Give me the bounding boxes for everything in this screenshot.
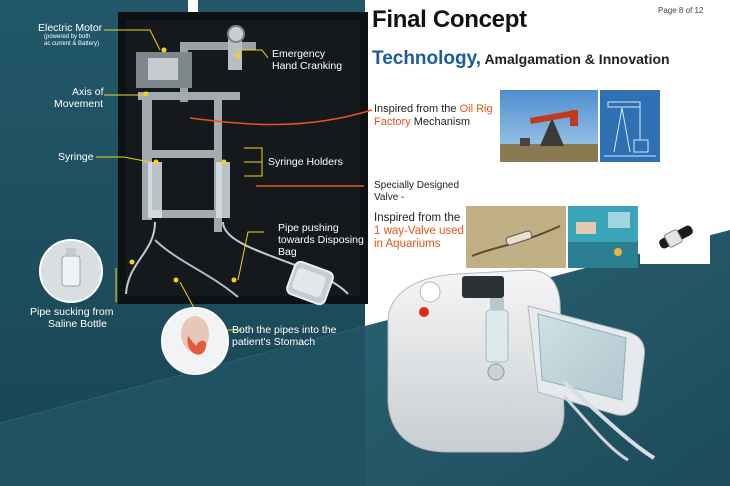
divider-strip [188, 0, 198, 22]
label-syringe: Syringe [58, 151, 94, 163]
oil-rig-photo [500, 90, 598, 162]
note-aquarium: Inspired from the 1 way-Valve used in Aq… [374, 212, 464, 250]
valve-photo [466, 206, 566, 268]
aquarium-photo [568, 206, 638, 268]
label-axis-of-movement: Axis of Movement [54, 86, 104, 110]
label-both-pipes-stomach: Both the pipes into the patient's Stomac… [232, 324, 337, 348]
pump-blueprint [600, 90, 660, 162]
subtitle-highlight: Technology, [372, 48, 482, 69]
valve-product [640, 210, 710, 264]
page-subtitle: Technology, Amalgamation & Innovation [372, 48, 670, 70]
motor-icon [227, 25, 245, 43]
page-indicator: Page 8 of 12 [658, 6, 704, 15]
label-pipe-sucking: Pipe sucking from Saline Bottle [30, 306, 114, 330]
bottom-teal-band [0, 326, 365, 486]
subtitle-rest: Amalgamation & Innovation [481, 51, 670, 67]
note-oil-rig: Inspired from the Oil Rig Factory Mechan… [374, 103, 493, 128]
label-pipe-pushing: Pipe pushing towards Disposing Bag [278, 222, 364, 258]
bottle-icon [39, 239, 103, 303]
label-emergency-hand-cranking: Emergency Hand Cranking [272, 48, 343, 72]
stomach-icon [161, 307, 229, 375]
page-title: Final Concept [372, 6, 527, 33]
bag-icon [286, 260, 334, 306]
label-electric-motor: Electric Motor (powered by both ac curre… [38, 22, 103, 47]
label-syringe-holders: Syringe Holders [268, 156, 343, 168]
note-valve: Specially Designed Valve - [374, 180, 460, 203]
device-render [387, 269, 656, 462]
